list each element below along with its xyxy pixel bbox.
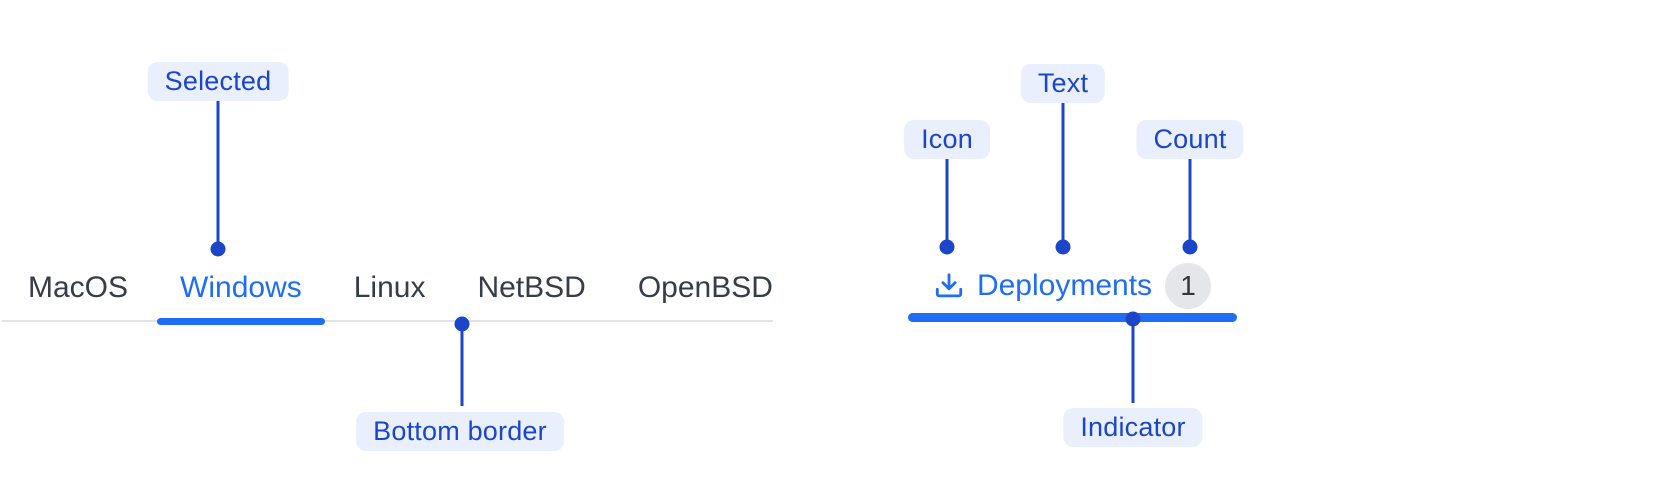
callout-line-selected bbox=[216, 101, 220, 243]
tab-netbsd[interactable]: NetBSD bbox=[451, 256, 611, 320]
tab-openbsd[interactable]: OpenBSD bbox=[612, 256, 799, 320]
tab-label: OpenBSD bbox=[637, 271, 773, 304]
tab-label: Deployments bbox=[976, 269, 1153, 302]
callout-bottom-border: Bottom border bbox=[356, 412, 564, 451]
tab-macos[interactable]: MacOS bbox=[2, 256, 154, 320]
callout-dot-indicator bbox=[1125, 311, 1141, 327]
tab-label: Linux bbox=[353, 271, 426, 304]
count-badge: 1 bbox=[1165, 263, 1212, 309]
callout-line-indicator bbox=[1131, 322, 1135, 403]
download-icon bbox=[935, 273, 963, 298]
tab-deployments[interactable]: Deployments 1 bbox=[908, 256, 1237, 316]
tab-windows[interactable]: Windows bbox=[154, 256, 328, 325]
callout-line-text bbox=[1061, 103, 1065, 241]
tab-label: Windows bbox=[180, 271, 302, 304]
callout-line-bottom-border bbox=[460, 330, 464, 406]
tab-label: MacOS bbox=[28, 271, 129, 304]
callout-dot-bottom-border bbox=[454, 316, 470, 332]
callout-selected: Selected bbox=[147, 62, 289, 101]
callout-line-icon bbox=[945, 159, 949, 241]
callout-count: Count bbox=[1136, 120, 1244, 159]
callout-icon: Icon bbox=[904, 120, 990, 159]
selected-tab-indicator bbox=[908, 313, 1237, 322]
callout-text: Text bbox=[1020, 64, 1106, 103]
tab-label: NetBSD bbox=[477, 271, 586, 304]
callout-dot-icon bbox=[939, 239, 955, 255]
tab-linux[interactable]: Linux bbox=[328, 256, 452, 320]
underline-nav: MacOS Windows Linux NetBSD OpenBSD bbox=[2, 256, 773, 325]
callout-dot-count bbox=[1182, 239, 1198, 255]
selected-tab-underline bbox=[157, 318, 325, 325]
callout-dot-text bbox=[1055, 239, 1071, 255]
callout-dot-selected bbox=[210, 241, 226, 257]
callout-line-count bbox=[1188, 159, 1192, 241]
callout-indicator: Indicator bbox=[1063, 408, 1203, 447]
